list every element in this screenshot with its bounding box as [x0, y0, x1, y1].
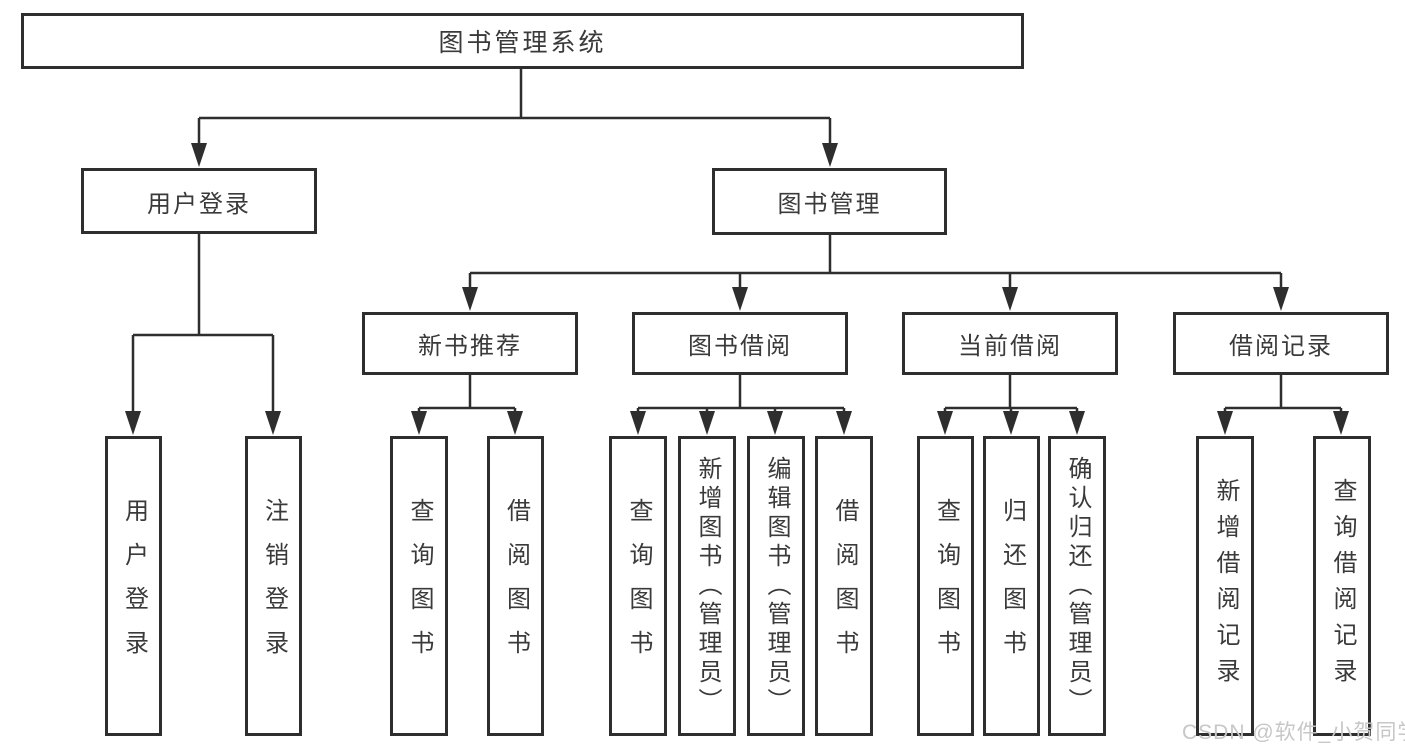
leaf-logout-label: 注销登录: [260, 498, 288, 674]
leaf-user-login-label: 用户登录: [120, 498, 148, 674]
leaf-current-query-label: 查询图书: [932, 498, 960, 674]
leaf-current-confirm: 确认归还（管理员）: [1048, 436, 1106, 736]
leaf-bookborrow-add: 新增图书（管理员）: [678, 436, 736, 736]
csdn-watermark: CSDN @软件_小贺同学: [1182, 721, 1405, 744]
leaf-newbooks-query-label: 查询图书: [406, 498, 433, 674]
leaf-logout: 注销登录: [245, 436, 302, 736]
leaf-records-query: 查询借阅记录: [1313, 436, 1371, 736]
node-book-borrow-label: 图书借阅: [688, 333, 792, 360]
leaf-current-confirm-label: 确认归还（管理员）: [1064, 455, 1091, 717]
leaf-newbooks-borrow: 借阅图书: [487, 436, 544, 736]
leaf-bookborrow-query-label: 查询图书: [625, 498, 652, 674]
leaf-bookborrow-edit: 编辑图书（管理员）: [747, 436, 805, 736]
node-borrow-records-label: 借阅记录: [1229, 333, 1333, 360]
leaf-bookborrow-query: 查询图书: [609, 436, 667, 736]
leaf-user-login: 用户登录: [105, 436, 162, 736]
leaf-bookborrow-add-label: 新增图书（管理员）: [694, 455, 721, 717]
leaf-current-return-label: 归还图书: [998, 498, 1026, 674]
leaf-bookborrow-borrow-label: 借阅图书: [831, 498, 858, 674]
leaf-current-return: 归还图书: [983, 436, 1040, 736]
connector-book-borrow-to-leaves: [630, 375, 852, 435]
connector-borrow-records-to-leaves: [1217, 375, 1349, 435]
leaf-bookborrow-edit-label: 编辑图书（管理员）: [763, 455, 790, 717]
leaf-records-add-label: 新增借阅记录: [1212, 478, 1239, 694]
connector-user-login-to-leaves: [125, 233, 281, 435]
node-new-books-label: 新书推荐: [418, 333, 522, 360]
node-current-borrow: 当前借阅: [902, 312, 1118, 375]
node-book-mgmt-label: 图书管理: [777, 191, 882, 218]
node-borrow-records: 借阅记录: [1173, 312, 1389, 375]
leaf-records-add: 新增借阅记录: [1196, 436, 1254, 736]
leaf-bookborrow-borrow: 借阅图书: [815, 436, 873, 736]
node-new-books: 新书推荐: [362, 312, 578, 375]
connector-new-books-to-leaves: [411, 375, 523, 435]
node-root-label: 图书管理系统: [438, 29, 607, 57]
connector-current-borrow-to-leaves: [937, 375, 1085, 435]
node-current-borrow-label: 当前借阅: [958, 333, 1062, 360]
node-root: 图书管理系统: [21, 13, 1024, 69]
leaf-newbooks-query: 查询图书: [390, 436, 448, 736]
node-book-borrow: 图书借阅: [632, 312, 848, 375]
connector-root-to-level1: [191, 68, 838, 167]
leaf-current-query: 查询图书: [917, 436, 974, 736]
node-user-login: 用户登录: [81, 168, 317, 234]
connector-book-mgmt-to-level2: [462, 234, 1289, 311]
leaf-newbooks-borrow-label: 借阅图书: [502, 498, 530, 674]
node-user-login-label: 用户登录: [147, 190, 251, 218]
leaf-records-query-label: 查询借阅记录: [1329, 478, 1356, 694]
node-book-mgmt: 图书管理: [712, 168, 947, 235]
